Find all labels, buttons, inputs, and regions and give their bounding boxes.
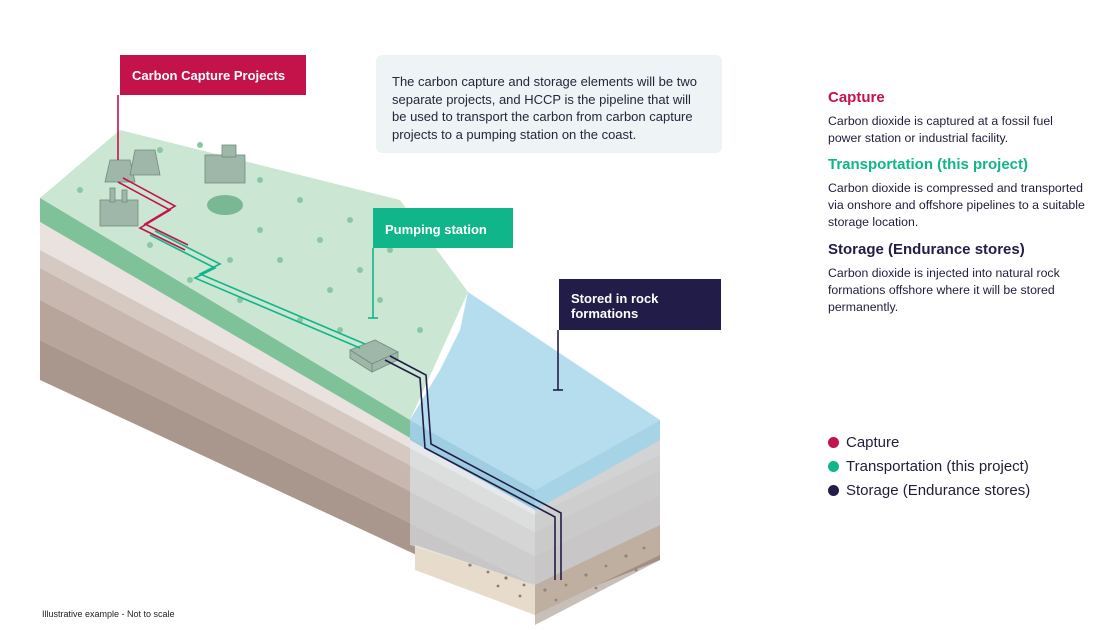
sidebar-heading-capture: Capture: [828, 89, 885, 106]
sea-side-face: [535, 420, 660, 510]
sidebar-block-storage: Storage (Endurance stores) Carbon dioxid…: [828, 241, 1088, 316]
legend-label: Capture: [846, 433, 900, 451]
land-front-grass-edge: [40, 198, 410, 438]
storage-pipeline: [384, 330, 563, 580]
footnote: Illustrative example - Not to scale: [42, 609, 175, 619]
factory-chimney-icon: [109, 187, 116, 203]
sidebar-block-transportation: Transportation (this project) Carbon dio…: [828, 156, 1088, 231]
legend-label: Storage (Endurance stores): [846, 481, 1031, 499]
industrial-plant-icon: [221, 144, 237, 158]
factory-icon: [99, 199, 139, 227]
legend-dot-icon: [828, 460, 839, 472]
industrial-plant-icon: [204, 154, 246, 184]
legend: Capture Transportation (this project) St…: [828, 430, 1030, 502]
sidebar-heading-transportation: Transportation (this project): [828, 156, 1029, 173]
sea-surface: [410, 292, 660, 490]
legend-item-transportation: Transportation (this project): [828, 454, 1030, 478]
capture-pipeline: [117, 95, 189, 251]
legend-dot-icon: [828, 484, 839, 496]
cooling-tower-icon: [104, 159, 136, 183]
info-box: The carbon capture and storage elements …: [376, 55, 722, 153]
storage-rock-layer: [415, 525, 660, 615]
sidebar-text-capture: Carbon dioxide is captured at a fossil f…: [828, 114, 1053, 145]
sea: [410, 292, 660, 585]
sidebar-text-storage: Carbon dioxide is injected into natural …: [828, 266, 1060, 314]
factory-chimney-icon: [121, 189, 128, 203]
sidebar-text-transportation: Carbon dioxide is compressed and transpo…: [828, 181, 1085, 229]
legend-item-capture: Capture: [828, 430, 1030, 454]
callout-carbon-capture-projects: Carbon Capture Projects: [120, 55, 306, 95]
callout-stored-in-rock-formations: Stored in rock formations: [559, 279, 721, 330]
sidebar-heading-storage: Storage (Endurance stores): [828, 241, 1025, 258]
callout-pumping-station: Pumping station: [373, 208, 513, 248]
capture-facilities: [99, 144, 246, 227]
legend-item-storage: Storage (Endurance stores): [828, 478, 1030, 502]
legend-label: Transportation (this project): [846, 457, 1029, 475]
sea-water-column: [410, 440, 660, 585]
sea-front-face: [410, 420, 535, 510]
legend-dot-icon: [828, 436, 839, 448]
sidebar-block-capture: Capture Carbon dioxide is captured at a …: [828, 89, 1088, 147]
transport-pipeline: [149, 230, 378, 349]
cooling-tower-icon: [129, 149, 161, 176]
